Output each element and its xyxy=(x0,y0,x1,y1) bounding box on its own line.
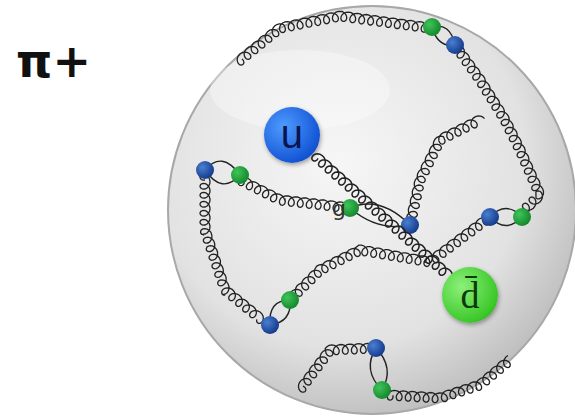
gluon-lines xyxy=(200,11,544,402)
quark-symbol: d̄ xyxy=(461,273,480,317)
quark-symbol: u xyxy=(281,112,303,157)
sea-quarks xyxy=(196,18,531,399)
anti-down-quark: d̄ xyxy=(442,267,498,323)
up-quark: u xyxy=(264,107,320,163)
hadron-sphere xyxy=(168,6,575,414)
particle-title: π+ xyxy=(16,38,91,84)
gluon-label: g xyxy=(330,196,348,221)
gluon-line xyxy=(312,154,453,275)
quark-loops xyxy=(205,26,522,390)
